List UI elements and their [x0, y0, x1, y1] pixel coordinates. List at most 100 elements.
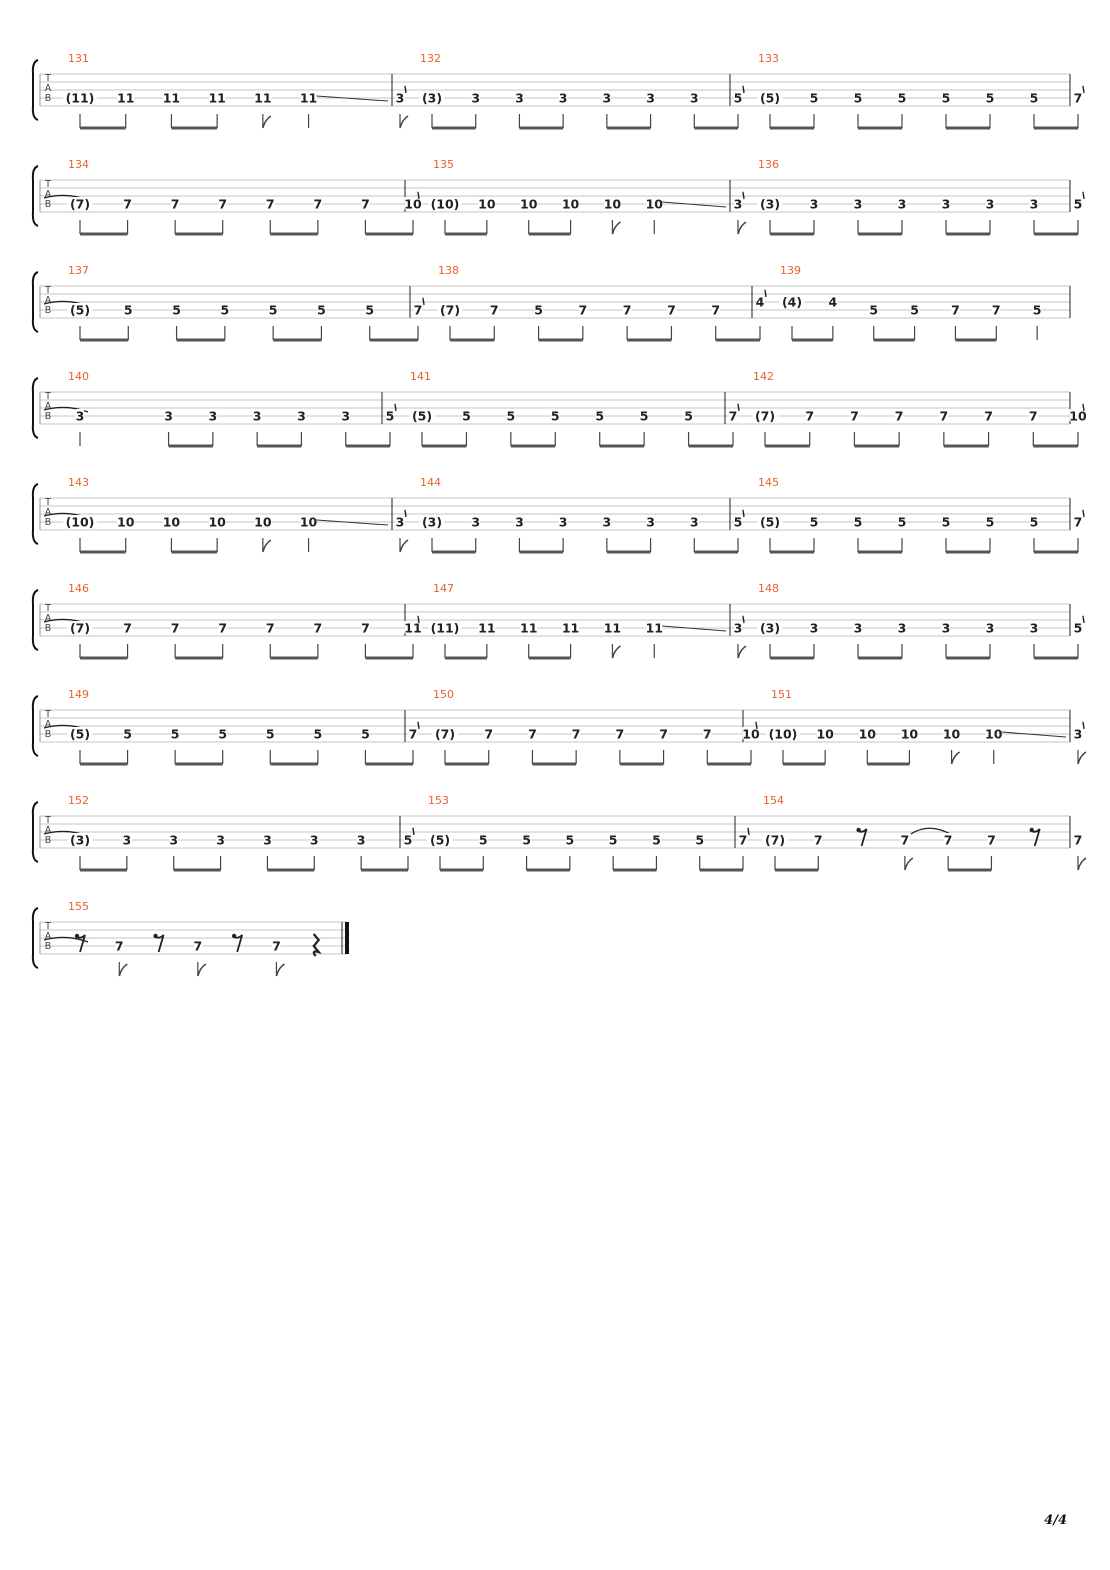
fret-bg: [254, 91, 272, 103]
fret-number: 11: [646, 621, 663, 636]
fret-number: (3): [422, 91, 442, 106]
system-bracket: [31, 165, 39, 227]
fret-number: 5: [365, 303, 374, 318]
fret-bg: [558, 515, 568, 527]
fret-bg: [985, 727, 1003, 739]
slide-line: [316, 95, 389, 102]
fret-bg: [985, 515, 995, 527]
fret-number: 5: [1033, 303, 1042, 318]
fret-bg: [404, 621, 422, 633]
fret-number: 5: [221, 303, 230, 318]
fret-bg: [297, 409, 306, 421]
fret-bg: [479, 833, 488, 845]
fret-number: 7: [272, 939, 281, 954]
fret-number: (3): [70, 833, 90, 848]
fret-bg: [478, 197, 496, 209]
fret-number: 3: [164, 409, 173, 424]
fret-bg: [419, 515, 445, 527]
fret-number: 4: [829, 295, 838, 310]
fret-number: 5: [910, 303, 919, 318]
fret-bg: [943, 727, 960, 739]
tab-clef-letter: A: [45, 189, 52, 200]
fret-bg: [565, 833, 575, 845]
fret-bg: [562, 197, 579, 209]
fret-number: 3: [515, 91, 524, 106]
fret-number: 3: [986, 621, 995, 636]
fret-bg: [941, 515, 951, 527]
fret-bg: [419, 91, 445, 103]
tab-clef-letter: T: [44, 921, 51, 932]
tab-clef-letter: T: [44, 179, 51, 190]
fret-bg: [894, 409, 904, 421]
fret-number: 3: [734, 621, 743, 636]
fret-bg: [117, 91, 135, 103]
fret-number: 7: [805, 409, 814, 424]
fret-bg: [757, 621, 783, 633]
system-bracket: [31, 59, 39, 121]
fret-bg: [850, 409, 859, 421]
fret-number: 5: [386, 409, 395, 424]
fret-number: 7: [314, 197, 323, 212]
fret-number: 7: [940, 409, 949, 424]
fret-number: 5: [404, 833, 413, 848]
fret-number: 5: [314, 727, 323, 742]
fret-number: 10: [520, 197, 538, 212]
fret-bg: [809, 91, 819, 103]
eighth-rest-dot: [856, 827, 861, 833]
fret-number: 10: [816, 727, 834, 742]
fret-number: 11: [208, 91, 225, 106]
fret-number: 3: [559, 515, 568, 530]
measure-number: 153: [428, 794, 449, 807]
fret-number: 3: [123, 833, 132, 848]
fret-bg: [602, 91, 612, 103]
tie-arc: [742, 509, 745, 518]
fret-bg: [263, 833, 272, 845]
fret-bg: [361, 621, 370, 633]
fret-number: 7: [266, 621, 275, 636]
note-flag: [611, 645, 621, 659]
fret-number: 3: [1030, 197, 1039, 212]
fret-bg: [1073, 91, 1083, 103]
fret-number: 5: [854, 91, 863, 106]
fret-number: 11: [117, 91, 134, 106]
fret-number: 3: [1074, 727, 1083, 742]
fret-bg: [828, 295, 838, 307]
fret-number: 3: [76, 409, 85, 424]
fret-number: 3: [942, 197, 951, 212]
tie-arc: [417, 191, 420, 200]
fret-bg: [164, 409, 173, 421]
tie-arc: [755, 721, 758, 730]
fret-number: 7: [1074, 91, 1083, 106]
fret-number: 3: [515, 515, 524, 530]
fret-bg: [951, 303, 960, 315]
measure-number: 133: [758, 52, 779, 65]
fret-bg: [67, 621, 93, 633]
fret-number: (10): [431, 197, 460, 212]
fret-bg: [361, 197, 370, 209]
fret-number: 5: [810, 515, 819, 530]
system-bracket: [31, 801, 39, 863]
tie-arc: [404, 509, 407, 518]
measure-number: 136: [758, 158, 779, 171]
fret-number: 5: [942, 515, 951, 530]
fret-number: 7: [123, 621, 132, 636]
fret-number: 3: [341, 409, 350, 424]
fret-number: 10: [985, 727, 1003, 742]
fret-number: 10: [117, 515, 135, 530]
measure-number: 148: [758, 582, 779, 595]
fret-number: 10: [404, 197, 422, 212]
measure-number: 149: [68, 688, 89, 701]
fret-bg: [313, 727, 323, 739]
fret-bg: [910, 303, 919, 315]
tab-clef-letter: A: [45, 613, 52, 624]
fret-number: 3: [209, 409, 218, 424]
note-flag: [262, 115, 272, 129]
fret-bg: [515, 91, 524, 103]
fret-bg: [733, 621, 743, 633]
fret-bg: [695, 833, 704, 845]
fret-number: 7: [414, 303, 423, 318]
fret-number: 7: [984, 409, 993, 424]
fret-bg: [115, 939, 124, 951]
fret-number: 3: [646, 515, 655, 530]
